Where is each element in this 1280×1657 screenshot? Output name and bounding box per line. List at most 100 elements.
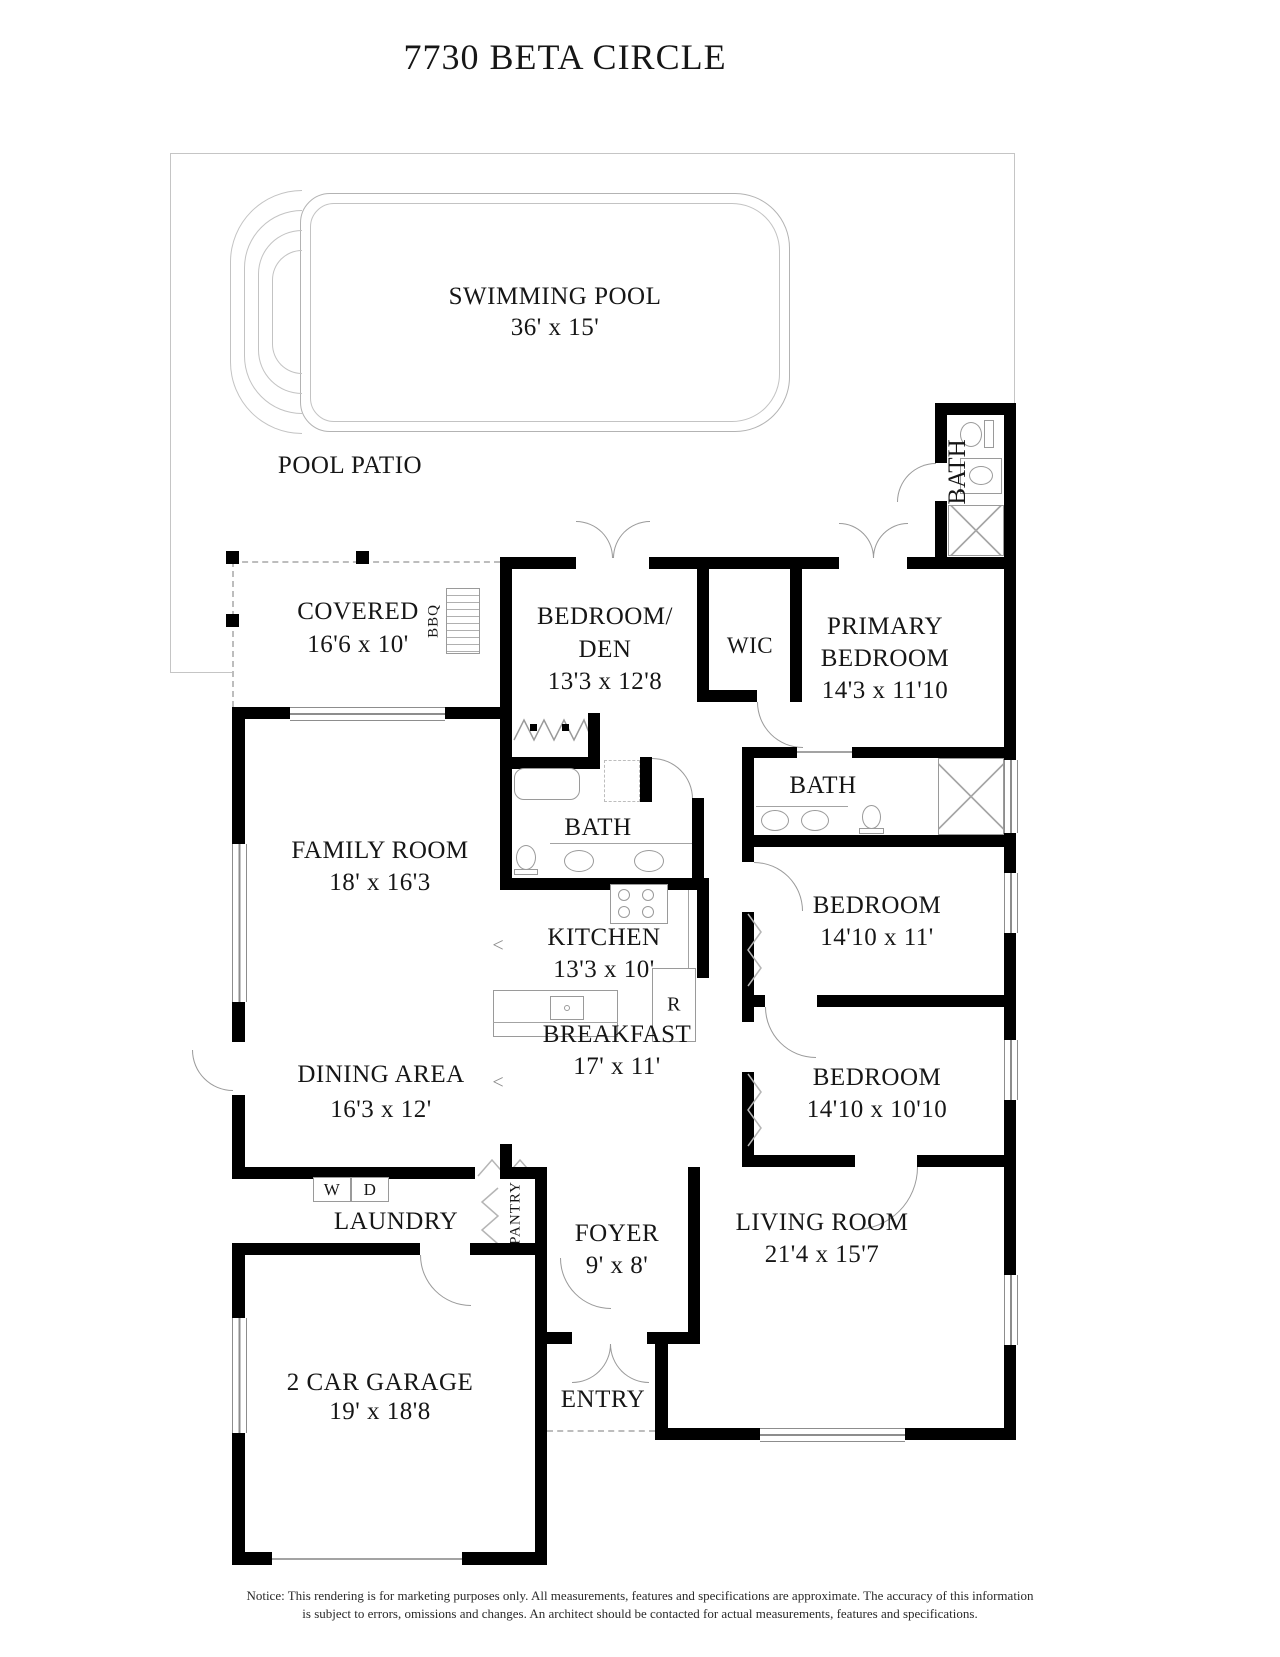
garage-label: 2 CAR GARAGE — [286, 1369, 474, 1396]
swimming-pool-inner-outline — [310, 203, 780, 422]
sink-icon — [969, 466, 993, 485]
pocket-door — [797, 751, 852, 753]
window — [1004, 760, 1018, 833]
notice-line-1: Notice: This rendering is for marketing … — [246, 1588, 1034, 1603]
wall — [462, 1552, 547, 1565]
kitchen-dims: 13'3 x 10' — [553, 956, 655, 983]
primary-bedroom-label-1: PRIMARY — [826, 613, 944, 640]
patio-post — [226, 551, 239, 564]
washer-label: W — [323, 1180, 341, 1199]
refrigerator-label: R — [667, 993, 681, 1016]
covered-label: COVERED — [297, 598, 419, 625]
patio-edge — [232, 561, 234, 707]
wall — [742, 847, 754, 862]
patio-line — [1014, 153, 1015, 405]
pool-steps-arc — [272, 250, 302, 374]
closet-door-icon — [747, 913, 762, 987]
wall — [500, 878, 704, 890]
bedroom-2-dims: 14'10 x 10'10 — [806, 1096, 948, 1123]
wall — [1004, 1345, 1016, 1440]
wall — [935, 501, 947, 569]
door-arc — [873, 523, 908, 558]
wall — [742, 747, 797, 758]
wall — [905, 1428, 1016, 1440]
closet-post — [530, 724, 537, 731]
wall — [232, 1552, 272, 1565]
primary-bedroom-dims: 14'3 x 11'10 — [821, 677, 949, 704]
family-room-dims: 18' x 16'3 — [329, 869, 431, 896]
refrigerator-icon — [652, 968, 696, 1042]
wall — [688, 1167, 700, 1332]
window — [1004, 873, 1018, 933]
burner — [642, 906, 654, 918]
living-room-dims: 21'4 x 15'7 — [764, 1241, 880, 1268]
window — [1004, 1040, 1018, 1100]
laundry-label: LAUNDRY — [333, 1208, 459, 1235]
toilet-tank — [984, 420, 994, 448]
toilet-tank — [514, 869, 538, 875]
wall — [649, 557, 839, 569]
wall — [232, 707, 290, 719]
island-line — [493, 1022, 618, 1023]
opening-arrow: < — [492, 1071, 504, 1094]
swimming-pool-label: SWIMMING POOL — [448, 283, 662, 310]
toilet-bowl — [960, 422, 982, 447]
washer-icon — [313, 1177, 351, 1202]
wall — [500, 769, 512, 890]
window — [290, 707, 445, 721]
door-arc — [652, 758, 693, 799]
entry-threshold — [547, 1430, 655, 1432]
island-sink-drain — [564, 1005, 570, 1011]
wall — [935, 403, 1016, 415]
bedroom-den-dims: 13'3 x 12'8 — [547, 668, 663, 695]
door-arc — [576, 521, 613, 558]
bedroom-den-label-2: DEN — [578, 636, 632, 663]
linen-shelf — [604, 760, 640, 802]
sink-icon — [634, 850, 664, 872]
wall — [742, 995, 765, 1007]
door-arc — [839, 523, 874, 558]
living-room-label: LIVING ROOM — [735, 1209, 909, 1236]
shower-icon — [938, 758, 1004, 835]
toilet-tank — [859, 828, 884, 834]
bathtub-icon — [514, 768, 580, 800]
wall — [812, 835, 1016, 847]
swimming-pool-dims: 36' x 15' — [510, 314, 600, 341]
wall — [742, 1155, 855, 1167]
window — [1004, 1275, 1018, 1345]
bedroom-1-dims: 14'10 x 11' — [820, 924, 934, 951]
wall — [917, 1155, 1016, 1167]
entry-label: ENTRY — [560, 1386, 646, 1413]
door-arc — [572, 1344, 611, 1383]
sink-icon — [801, 810, 829, 831]
closet-post — [562, 724, 569, 731]
patio-post — [226, 614, 239, 627]
wall — [1004, 833, 1016, 873]
door-arc — [754, 862, 803, 911]
vanity-counter — [756, 806, 848, 807]
bedroom-2-label: BEDROOM — [812, 1064, 942, 1091]
wall — [500, 557, 576, 569]
wall — [1004, 1100, 1016, 1275]
wall — [232, 1243, 420, 1255]
wall — [742, 747, 754, 847]
bedroom-1-label: BEDROOM — [812, 892, 942, 919]
garage-dims: 19' x 18'8 — [329, 1398, 431, 1425]
window — [232, 1318, 247, 1433]
window — [232, 844, 247, 1002]
covered-dims: 16'6 x 10' — [307, 631, 409, 658]
wall — [512, 757, 600, 769]
dining-area-label: DINING AREA — [297, 1061, 465, 1088]
bbq-grill — [446, 588, 480, 654]
primary-bath-label: BATH — [789, 772, 857, 799]
pantry-label: PANTRY — [507, 1181, 524, 1245]
door-arc — [613, 521, 650, 558]
bbq-label: BBQ — [425, 604, 442, 638]
wall — [232, 1095, 245, 1167]
wall — [470, 1243, 547, 1255]
wall — [742, 835, 812, 847]
foyer-label: FOYER — [574, 1220, 660, 1247]
patio-post — [356, 551, 369, 564]
door-arc — [610, 1344, 649, 1383]
